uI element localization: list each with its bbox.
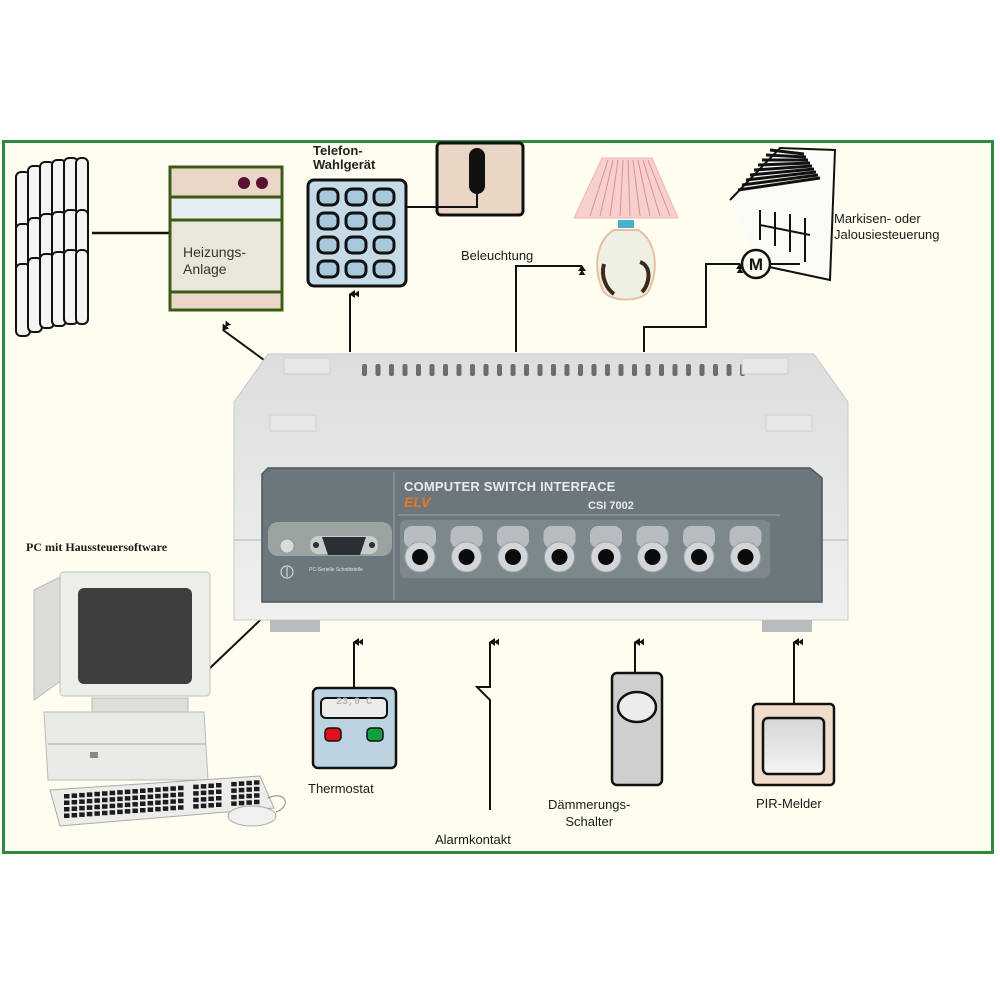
label-blinds: Markisen- oder Jalousiesteuerung xyxy=(834,211,940,242)
radiator-icon xyxy=(15,157,89,337)
output-jack[interactable] xyxy=(543,526,576,573)
output-jack[interactable] xyxy=(636,526,669,573)
pc-icon xyxy=(33,571,286,827)
handset-icon xyxy=(406,141,525,217)
keypad-key xyxy=(344,187,368,207)
label-pir: PIR-Melder xyxy=(756,796,822,811)
label-phone-dialer: Telefon- Wahlgerät xyxy=(313,143,376,172)
twilight-switch-icon xyxy=(610,671,664,787)
label-heating: Heizungs- Anlage xyxy=(183,244,247,277)
keypad-key xyxy=(316,259,340,279)
motor-icon: M xyxy=(740,248,800,280)
keypad-key xyxy=(344,211,368,231)
lamp-icon xyxy=(573,157,679,301)
thermostat-icon xyxy=(311,686,398,770)
keypad-key xyxy=(372,259,396,279)
keypad-key xyxy=(344,235,368,255)
device-brand-logo: ELV xyxy=(404,494,431,510)
label-pc: PC mit Haussteuersoftware xyxy=(26,540,168,554)
keypad-key xyxy=(372,187,396,207)
device-panel-title: COMPUTER SWITCH INTERFACE xyxy=(404,479,616,494)
pir-sensor-icon xyxy=(751,702,836,787)
serial-port-label: PC-Serielle Schnittstelle xyxy=(309,567,363,573)
keypad-key xyxy=(372,211,396,231)
label-twilight-switch: Dämmerungs- Schalter xyxy=(548,797,631,829)
label-alarm-contact: Alarmkontakt xyxy=(435,832,511,847)
label-lighting: Beleuchtung xyxy=(461,248,534,263)
phone-dialer-icon xyxy=(306,178,408,288)
keypad-key xyxy=(316,235,340,255)
keypad-key xyxy=(316,211,340,231)
output-jack[interactable] xyxy=(450,526,483,573)
output-jack[interactable] xyxy=(590,526,622,573)
output-jack[interactable] xyxy=(729,526,762,573)
connection-lines xyxy=(209,263,794,810)
keypad-key xyxy=(344,259,368,279)
output-jack[interactable] xyxy=(404,526,436,573)
keypad-key xyxy=(372,235,396,255)
thermostat-display: 23,9 C xyxy=(335,697,372,708)
csi-device xyxy=(233,353,849,632)
label-thermostat: Thermostat xyxy=(308,781,374,796)
device-model: CSI 7002 xyxy=(588,500,634,512)
motor-symbol: M xyxy=(749,255,763,274)
output-jack[interactable] xyxy=(683,526,715,573)
house-blinds-icon xyxy=(729,146,837,282)
output-jack[interactable] xyxy=(497,526,529,573)
keypad-key xyxy=(316,187,340,207)
serial-port[interactable] xyxy=(310,536,378,555)
heating-unit-icon xyxy=(168,165,284,312)
